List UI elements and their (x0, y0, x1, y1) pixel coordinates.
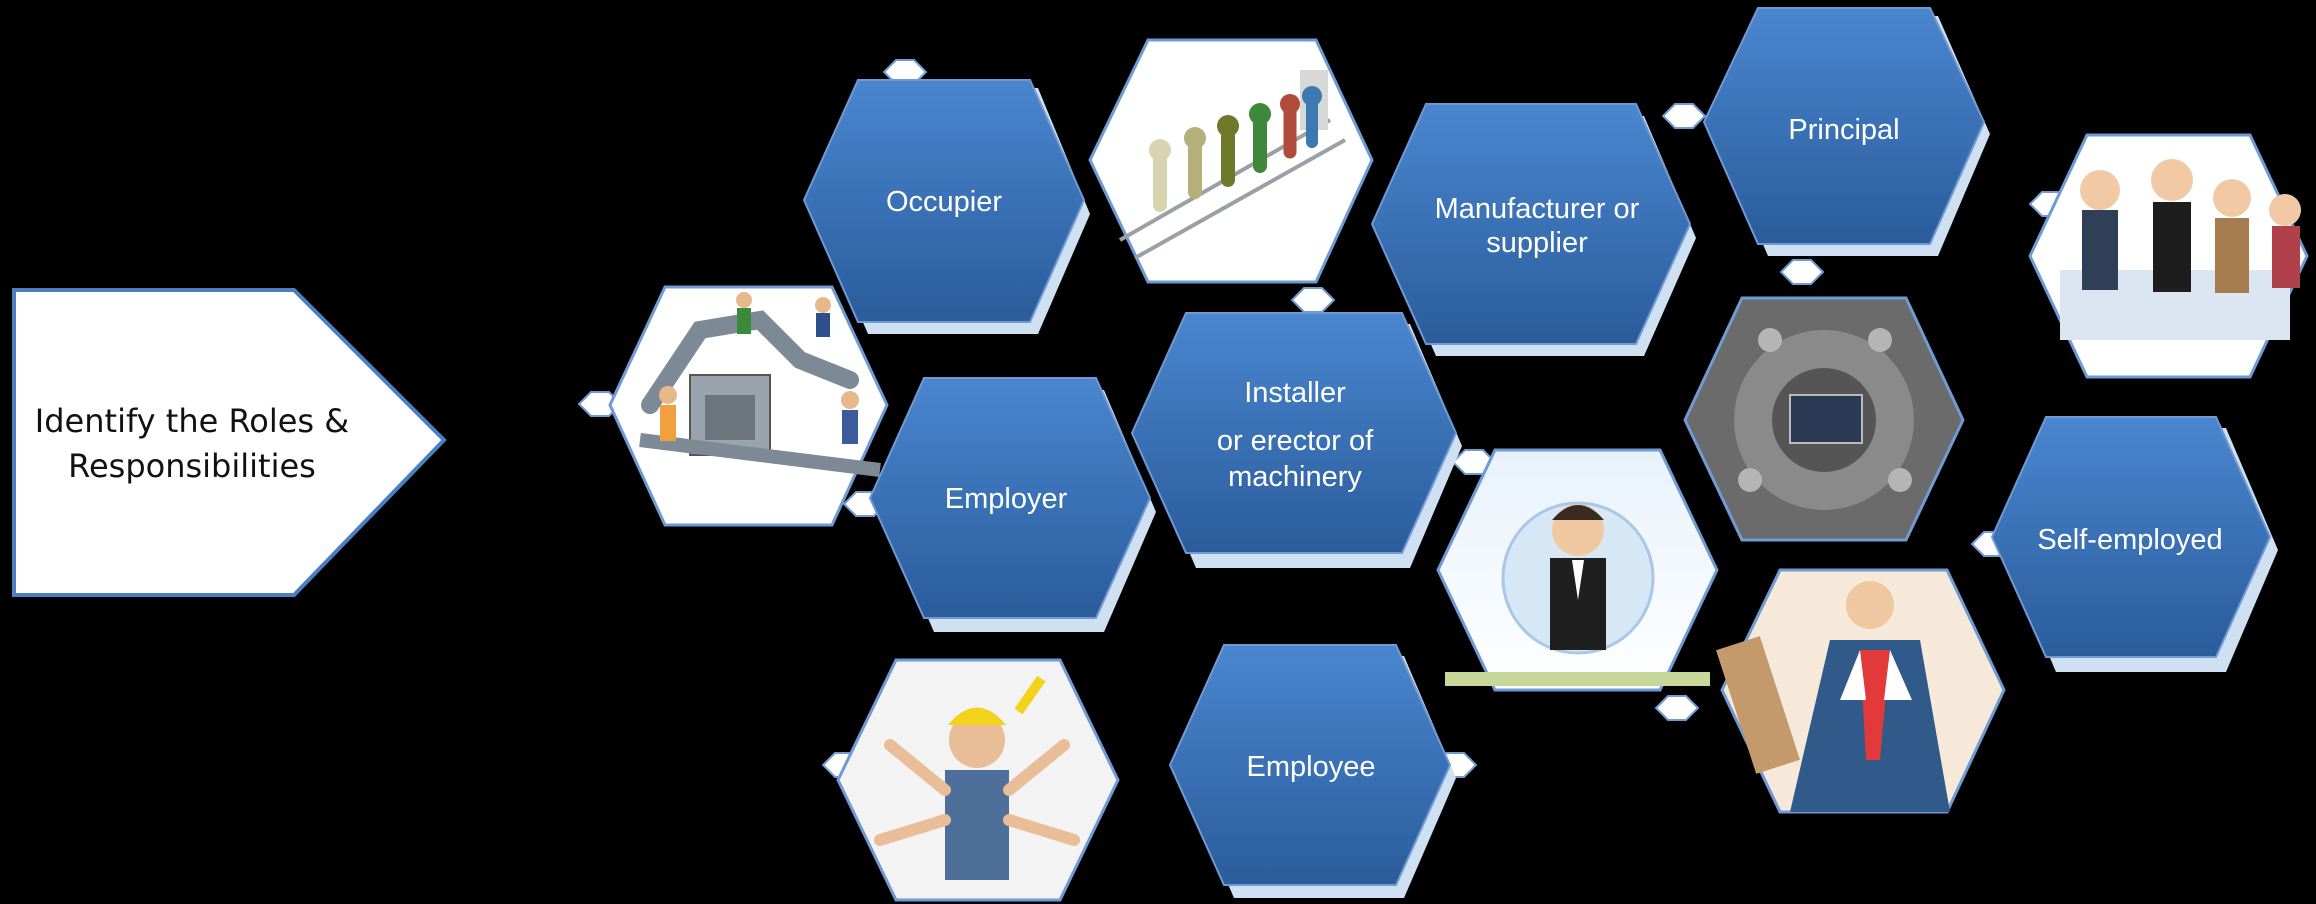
title-line-2: Responsibilities (68, 447, 316, 485)
role-manufacturer-label-2: supplier (1486, 227, 1588, 259)
connector-dot (1779, 259, 1825, 285)
businessman-network-image (1436, 448, 1719, 692)
role-self-employed-label: Self-employed (2037, 524, 2222, 556)
role-manufacturer-label-1: Manufacturer or (1435, 193, 1640, 225)
connector-dot (1661, 103, 1707, 129)
role-manufacturer-supplier[interactable]: Manufacturer or supplier (1370, 103, 1696, 356)
title-line-1: Identify the Roles & (35, 402, 349, 440)
assembly-line-workers-image (608, 285, 889, 527)
role-installer-label-3: machinery (1228, 461, 1362, 493)
role-installer-label-2: or erector of (1217, 425, 1374, 457)
connector-dot (1290, 287, 1336, 313)
role-installer-label-1: Installer (1244, 377, 1346, 409)
role-principal[interactable]: Principal (1702, 7, 1990, 256)
connector-dot (1654, 695, 1700, 721)
business-woman-clipboard-image (1716, 568, 2006, 814)
role-occupier-label: Occupier (886, 186, 1002, 218)
role-employee[interactable]: Employee (1168, 644, 1456, 898)
role-principal-label: Principal (1788, 114, 1899, 146)
multitasking-worker-image (836, 658, 1120, 902)
role-self-employed[interactable]: Self-employed (1990, 416, 2278, 672)
title-arrow: Identify the Roles & Responsibilities (12, 288, 447, 597)
role-employer[interactable]: Employer (868, 377, 1156, 632)
people-walking-on-path-image (1088, 38, 1374, 284)
role-installer[interactable]: Installer or erector of machinery (1130, 312, 1462, 568)
role-occupier[interactable]: Occupier (802, 79, 1090, 334)
business-team-image (2028, 133, 2309, 379)
machinery-control-panel-image (1683, 296, 1965, 542)
role-employee-label: Employee (1247, 751, 1376, 783)
role-employer-label: Employer (945, 483, 1068, 515)
